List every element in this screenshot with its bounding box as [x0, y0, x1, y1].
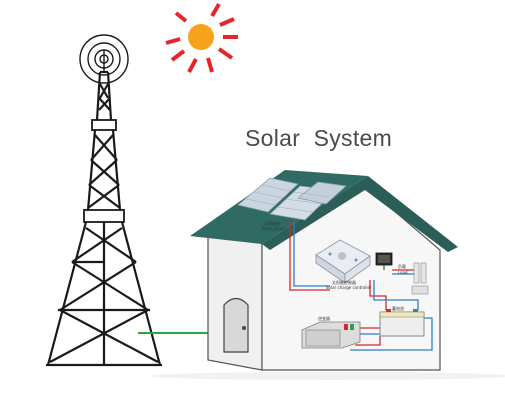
diagram-title: Solar System	[245, 125, 393, 151]
telecom-tower	[46, 34, 162, 367]
controller-label-en: Solar charge controller	[326, 285, 372, 290]
roof-front-edge	[262, 176, 458, 252]
sun-icon	[165, 2, 238, 73]
battery	[379, 309, 425, 337]
display-meter	[375, 252, 393, 270]
wiring	[289, 222, 433, 351]
load-label: 负载	[398, 263, 406, 269]
charge-controller	[315, 239, 371, 284]
sun-rays	[165, 2, 238, 73]
house-door	[223, 297, 249, 353]
solar-panels	[237, 177, 347, 221]
load-label-en: Load	[398, 270, 408, 275]
solar-panel-label-en: Solar panel	[262, 226, 285, 231]
solar-panel-label: 太阳能板	[264, 220, 280, 226]
antenna-signal-icon	[79, 34, 129, 84]
load-devices	[411, 262, 429, 295]
battery-label: 蓄电池	[392, 305, 404, 311]
controller-label: 太阳能控制器	[332, 279, 356, 285]
ground-shadow	[150, 372, 505, 380]
sun-core	[188, 24, 214, 50]
inverter	[301, 321, 361, 349]
inverter-label: 逆变器	[318, 315, 330, 321]
